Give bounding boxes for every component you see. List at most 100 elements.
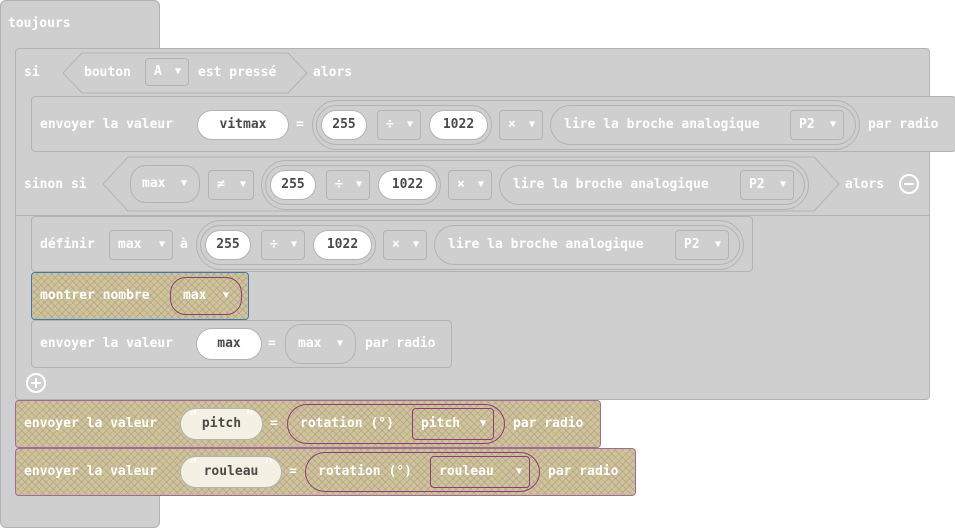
chevron-down-icon: ▼ <box>158 239 165 250</box>
send-value-label: envoyer la valeur <box>40 117 174 132</box>
number-input[interactable]: 1022 <box>429 110 488 140</box>
variable-dropdown-max[interactable]: max ▼ <box>130 165 200 203</box>
pin-value: P2 <box>684 237 700 252</box>
pin-dropdown[interactable]: P2 ▼ <box>740 170 794 200</box>
chevron-down-icon: ▼ <box>515 466 522 477</box>
bouton-label: bouton <box>84 65 131 80</box>
number-input[interactable]: 255 <box>270 170 316 200</box>
chevron-down-icon: ▼ <box>355 179 362 190</box>
divide-expression[interactable] <box>265 165 441 205</box>
number-input[interactable]: 255 <box>321 110 367 140</box>
compare-operator-dropdown[interactable]: ≠▼ <box>208 170 254 200</box>
chevron-down-icon: ▼ <box>779 179 786 190</box>
add-else-icon[interactable] <box>26 373 46 393</box>
pin-value: P2 <box>749 177 765 192</box>
number-input[interactable]: 255 <box>205 230 251 260</box>
chevron-down-icon: ▼ <box>829 119 836 130</box>
par-radio-label: par radio <box>548 464 619 479</box>
pin-dropdown[interactable]: P2▼ <box>675 230 729 260</box>
operator-value: ÷ <box>386 117 394 132</box>
string-value: rouleau <box>203 464 259 479</box>
axis-dropdown[interactable]: rouleau ▼ <box>430 456 530 488</box>
remove-else-if-icon[interactable] <box>899 174 919 194</box>
operator-dropdown-divide[interactable]: ÷▼ <box>377 110 421 140</box>
to-label: à <box>180 237 188 252</box>
operator-value: × <box>508 117 516 132</box>
operator-value: ÷ <box>335 177 343 192</box>
else-if-keyword: sinon si <box>24 177 87 192</box>
number-value: 1022 <box>326 237 359 252</box>
equals-sign: = <box>296 117 304 132</box>
string-input-max[interactable]: max <box>196 322 262 360</box>
number-input[interactable]: 1022 <box>378 170 437 200</box>
number-value: 1022 <box>391 177 424 192</box>
string-input-vitmax[interactable]: vitmax <box>197 104 289 140</box>
forever-header <box>0 0 160 48</box>
number-value: 255 <box>216 237 240 252</box>
operator-value: ÷ <box>270 237 278 252</box>
par-radio-label: par radio <box>513 416 584 431</box>
number-value: 1022 <box>442 117 475 132</box>
button-dropdown[interactable]: A▼ <box>145 58 189 86</box>
number-input[interactable]: 1022 <box>313 230 372 260</box>
analog-read-label: lire la broche analogique <box>448 237 644 252</box>
button-dropdown-value: A <box>154 64 162 79</box>
operator-dropdown-multiply[interactable]: ×▼ <box>383 230 427 260</box>
rotation-label: rotation (°) <box>318 464 412 479</box>
chevron-down-icon: ▼ <box>528 119 535 130</box>
chevron-down-icon: ▼ <box>479 418 486 429</box>
operator-dropdown-multiply[interactable]: ×▼ <box>448 170 492 200</box>
variable-dropdown-max[interactable]: max ▼ <box>109 230 173 260</box>
operator-value: ≠ <box>217 177 225 192</box>
multiply-expression[interactable] <box>261 160 809 210</box>
axis-dropdown[interactable]: pitch ▼ <box>412 408 494 440</box>
string-value: pitch <box>201 416 242 431</box>
divide-expression[interactable] <box>200 225 376 265</box>
alors-label: alors <box>313 65 353 80</box>
operator-value: × <box>392 237 400 252</box>
axis-value: pitch <box>421 416 461 431</box>
pin-value: P2 <box>799 117 815 132</box>
par-radio-label: par radio <box>365 336 436 351</box>
operator-dropdown-multiply[interactable]: ×▼ <box>499 110 543 140</box>
string-input-rouleau[interactable]: rouleau <box>180 450 282 488</box>
number-value: 255 <box>332 117 356 132</box>
show-number-label: montrer nombre <box>40 288 150 303</box>
est-presse-label: est pressé <box>198 65 277 80</box>
pin-dropdown[interactable]: P2 ▼ <box>790 110 844 140</box>
par-radio-label: par radio <box>868 117 939 132</box>
chevron-down-icon: ▼ <box>174 66 181 77</box>
chevron-down-icon: ▼ <box>477 179 484 190</box>
analog-read-block[interactable] <box>550 105 856 145</box>
chevron-down-icon: ▼ <box>336 338 343 349</box>
if-keyword: si <box>24 65 40 80</box>
multiply-expression[interactable] <box>196 220 744 270</box>
equals-sign: = <box>268 336 276 351</box>
equals-sign: = <box>289 464 297 479</box>
send-value-label: envoyer la valeur <box>24 464 158 479</box>
chevron-down-icon: ▼ <box>239 179 246 190</box>
send-value-label: envoyer la valeur <box>24 416 158 431</box>
analog-read-label: lire la broche analogique <box>513 177 709 192</box>
send-value-label: envoyer la valeur <box>40 336 174 351</box>
rotation-block[interactable] <box>305 452 540 492</box>
rotation-block[interactable] <box>287 404 505 444</box>
analog-read-block[interactable] <box>434 225 740 265</box>
operator-dropdown-divide[interactable]: ÷▼ <box>261 230 305 260</box>
set-label: définir <box>40 237 95 252</box>
operator-dropdown-divide[interactable]: ÷▼ <box>326 170 370 200</box>
variable-value: max <box>118 237 142 252</box>
divide-expression[interactable] <box>316 105 492 145</box>
variable-dropdown-max[interactable]: max▼ <box>285 324 356 364</box>
variable-dropdown-max[interactable]: max▼ <box>170 277 242 315</box>
string-input-pitch[interactable]: pitch <box>180 402 263 440</box>
button-pressed-condition[interactable] <box>62 52 308 94</box>
analog-read-label: lire la broche analogique <box>564 117 760 132</box>
analog-read-block[interactable] <box>499 165 805 205</box>
multiply-expression[interactable] <box>312 100 860 150</box>
chevron-down-icon: ▼ <box>180 178 187 189</box>
variable-value: max <box>142 176 166 191</box>
axis-value: rouleau <box>439 464 494 479</box>
string-value: max <box>217 336 241 351</box>
operator-value: × <box>457 177 465 192</box>
